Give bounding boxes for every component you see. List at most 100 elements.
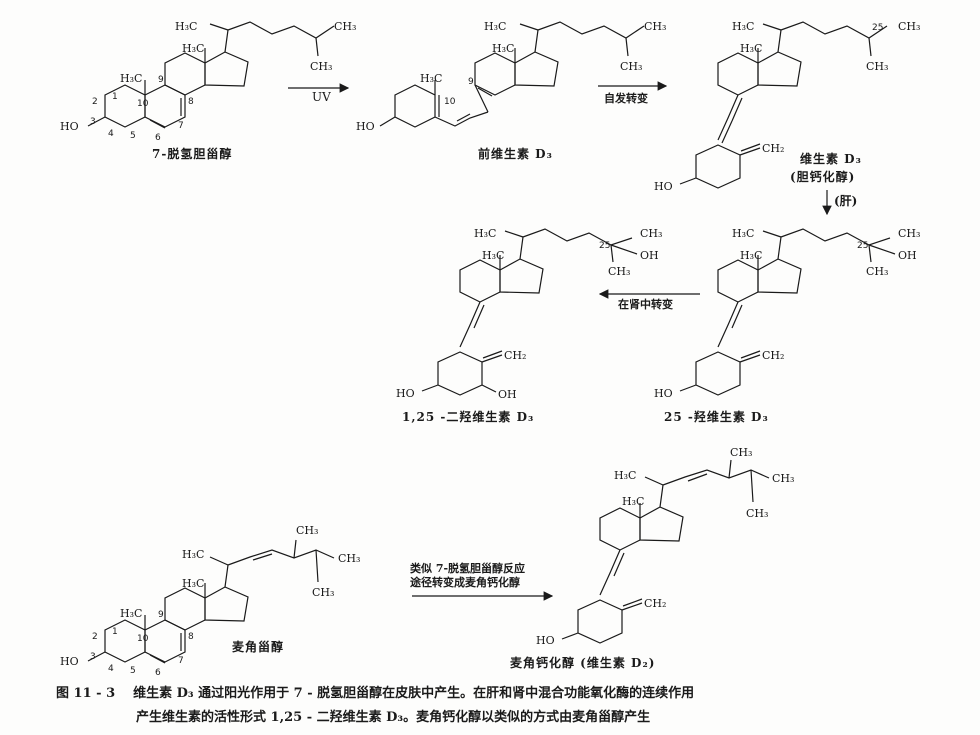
arrow-label-uv: UV (312, 90, 331, 104)
m7-h3c: H₃C (614, 469, 636, 482)
m4-ch3-b: CH₃ (866, 265, 888, 278)
m1-num-10: 10 (137, 99, 149, 109)
m6-ch3-a: CH₃ (296, 524, 318, 537)
m4-ch2: CH₂ (762, 349, 784, 362)
m2-h3c: H₃C (484, 20, 506, 33)
m4-h3c: H₃C (732, 227, 754, 240)
m2-num-9: 9 (468, 77, 474, 87)
molecule-calcidiol (679, 228, 896, 396)
m4-oh: OH (898, 249, 917, 262)
m4-c25: 25 (857, 241, 868, 251)
m4-ch3-a: CH₃ (898, 227, 920, 240)
molecule-previtamin (379, 21, 645, 128)
m6-ho: HO (60, 655, 79, 668)
m6-num-9: 9 (158, 610, 164, 620)
m5-h3c-ring: H₃C (482, 249, 504, 262)
m6-h3c-ring: H₃C (182, 577, 204, 590)
m6-ch3-c: CH₃ (312, 586, 334, 599)
m1-num-6: 6 (155, 133, 161, 143)
m7-ch2: CH₂ (644, 597, 666, 610)
arrow-label-similar-1: 类似 7-脱氢胆甾醇反应 (410, 562, 526, 575)
m1-ch3-a: CH₃ (334, 20, 356, 33)
arrow-label-liver: (肝) (834, 194, 858, 208)
name-ergocalciferol: 麦角钙化醇 (维生素 D₂) (510, 656, 656, 670)
m6-num-5: 5 (130, 666, 136, 676)
molecule-ergosterol (87, 539, 335, 664)
figure-number: 图 11 - 3 (56, 686, 116, 701)
m6-h3c: H₃C (182, 548, 204, 561)
arrow-label-kidney: 在肾中转变 (618, 298, 673, 311)
m5-ho: HO (396, 387, 415, 400)
m3-h3c: H₃C (732, 20, 754, 33)
m3-ho: HO (654, 180, 673, 193)
m5-ch3-a: CH₃ (640, 227, 662, 240)
m3-ch3-b: CH₃ (866, 60, 888, 73)
m5-h3c: H₃C (474, 227, 496, 240)
m3-ch2: CH₂ (762, 142, 784, 155)
m2-num-10: 10 (444, 97, 456, 107)
m1-num-3: 3 (90, 117, 96, 127)
m5-c25: 25 (599, 241, 610, 251)
m3-c25: 25 (872, 23, 883, 33)
arrow-label-spontaneous: 自发转变 (604, 92, 648, 105)
m6-num-3: 3 (90, 652, 96, 662)
arrow-label-similar-2: 途径转变成麦角钙化醇 (410, 576, 520, 589)
m6-h3c-ring2: H₃C (120, 607, 142, 620)
m1-num-2: 2 (92, 97, 98, 107)
name-calcidiol: 25 -羟维生素 D₃ (664, 410, 769, 424)
m6-num-7: 7 (178, 656, 184, 666)
m4-h3c-ring: H₃C (740, 249, 762, 262)
m6-num-8: 8 (188, 632, 194, 642)
m1-h3c-ring2: H₃C (120, 72, 142, 85)
m7-ho: HO (536, 634, 555, 647)
m1-num-4: 4 (108, 129, 114, 139)
m1-num-5: 5 (130, 131, 136, 141)
m5-ch3-b: CH₃ (608, 265, 630, 278)
m7-ch3-c: CH₃ (746, 507, 768, 520)
name-vitamin-d3-alias: (胆钙化醇) (790, 170, 856, 184)
m4-ho: HO (654, 387, 673, 400)
m3-ch3-a: CH₃ (898, 20, 920, 33)
m1-ch3-b: CH₃ (310, 60, 332, 73)
m1-num-7: 7 (178, 121, 184, 131)
m2-ho: HO (356, 120, 375, 133)
m6-num-1: 1 (112, 627, 118, 637)
m2-ch3-a: CH₃ (644, 20, 666, 33)
caption-line-1: 图 11 - 3 维生素 D₃ 通过阳光作用于 7 - 脱氢胆甾醇在皮肤中产生。在… (56, 682, 956, 706)
m2-h3c-ring2: H₃C (420, 72, 442, 85)
m1-num-9: 9 (158, 75, 164, 85)
m6-num-4: 4 (108, 664, 114, 674)
m7-ch3-b: CH₃ (772, 472, 794, 485)
m1-num-8: 8 (188, 97, 194, 107)
m1-h3c-ring: H₃C (182, 42, 204, 55)
m3-h3c-ring: H₃C (740, 42, 762, 55)
m2-ch3-b: CH₃ (620, 60, 642, 73)
m1-h3c: H₃C (175, 20, 197, 33)
m7-h3c-ring: H₃C (622, 495, 644, 508)
molecule-ergocalciferol (561, 459, 770, 644)
m6-ch3-b: CH₃ (338, 552, 360, 565)
molecule-dehydrocholesterol (87, 21, 335, 129)
m5-oh-ring: OH (498, 388, 517, 401)
molecule-vitamin-d3 (679, 21, 888, 189)
name-dehydrocholesterol: 7-脱氢胆甾醇 (152, 147, 233, 161)
caption-text-1: 维生素 D₃ 通过阳光作用于 7 - 脱氢胆甾醇在皮肤中产生。在肝和肾中混合功能… (133, 686, 695, 701)
m2-h3c-ring: H₃C (492, 42, 514, 55)
name-vitamin-d3: 维生素 D₃ (800, 152, 862, 166)
m5-oh: OH (640, 249, 659, 262)
figure-caption: 图 11 - 3 维生素 D₃ 通过阳光作用于 7 - 脱氢胆甾醇在皮肤中产生。在… (56, 682, 956, 730)
m6-num-10: 10 (137, 634, 149, 644)
m7-ch3-a: CH₃ (730, 446, 752, 459)
m1-num-1: 1 (112, 92, 118, 102)
caption-line-2: 产生维生素的活性形式 1,25 - 二羟维生素 D₃。麦角钙化醇以类似的方式由麦… (136, 710, 651, 725)
name-previtamin: 前维生素 D₃ (478, 147, 553, 161)
name-calcitriol: 1,25 -二羟维生素 D₃ (402, 410, 535, 424)
m6-num-2: 2 (92, 632, 98, 642)
m6-num-6: 6 (155, 668, 161, 678)
name-ergosterol: 麦角甾醇 (232, 640, 285, 654)
molecule-calcitriol (421, 228, 638, 396)
m5-ch2: CH₂ (504, 349, 526, 362)
m1-ho: HO (60, 120, 79, 133)
